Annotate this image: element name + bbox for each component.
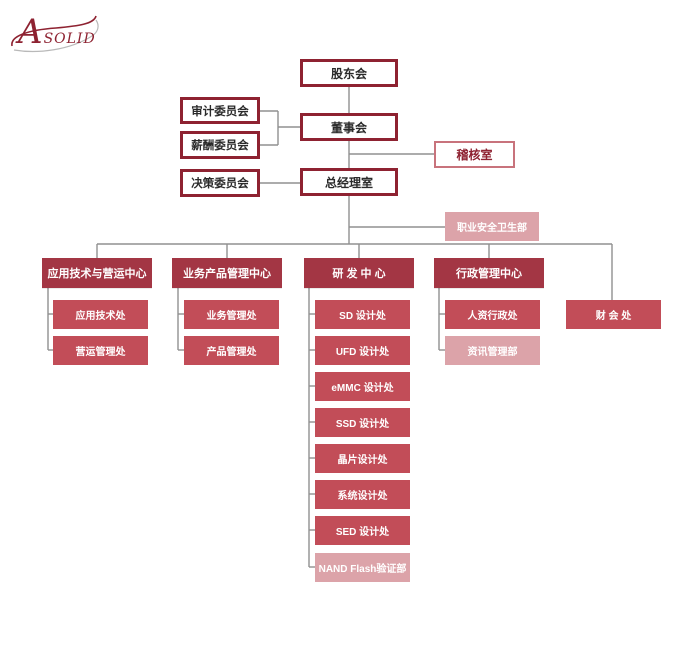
finance-office-box: 财 会 处 (566, 300, 661, 329)
unit-box: SED 设计处 (315, 516, 410, 545)
logo-swoosh (11, 15, 99, 53)
unit-box: 营运管理处 (53, 336, 148, 365)
unit-box: NAND Flash验证部 (315, 553, 410, 582)
unit-box: 资讯管理部 (445, 336, 540, 365)
unit-box: eMMC 设计处 (315, 372, 410, 401)
unit-box: 晶片设计处 (315, 444, 410, 473)
board-of-directors-box: 董事会 (300, 113, 398, 141)
audit-committee-box: 审计委员会 (180, 97, 260, 124)
center-application-operations: 应用技术与营运中心 (42, 258, 152, 288)
center-administration: 行政管理中心 (434, 258, 544, 288)
decision-committee-box: 决策委员会 (180, 169, 260, 197)
unit-box: SD 设计处 (315, 300, 410, 329)
logo-wordmark: ASOLID (18, 12, 96, 52)
unit-box: UFD 设计处 (315, 336, 410, 365)
center-business-product: 业务产品管理中心 (172, 258, 282, 288)
shareholders-meeting-box: 股东会 (300, 59, 398, 87)
unit-box: 业务管理处 (184, 300, 279, 329)
internal-audit-office-box: 稽核室 (434, 141, 515, 168)
unit-box: 产品管理处 (184, 336, 279, 365)
center-rnd: 研 发 中 心 (304, 258, 414, 288)
company-logo: ASOLID (8, 6, 100, 58)
unit-box: 人资行政处 (445, 300, 540, 329)
general-manager-office-box: 总经理室 (300, 168, 398, 196)
occupational-safety-dept-box: 职业安全卫生部 (445, 212, 539, 241)
compensation-committee-box: 薪酬委员会 (180, 131, 260, 159)
unit-box: 应用技术处 (53, 300, 148, 329)
unit-box: 系统设计处 (315, 480, 410, 509)
unit-box: SSD 设计处 (315, 408, 410, 437)
